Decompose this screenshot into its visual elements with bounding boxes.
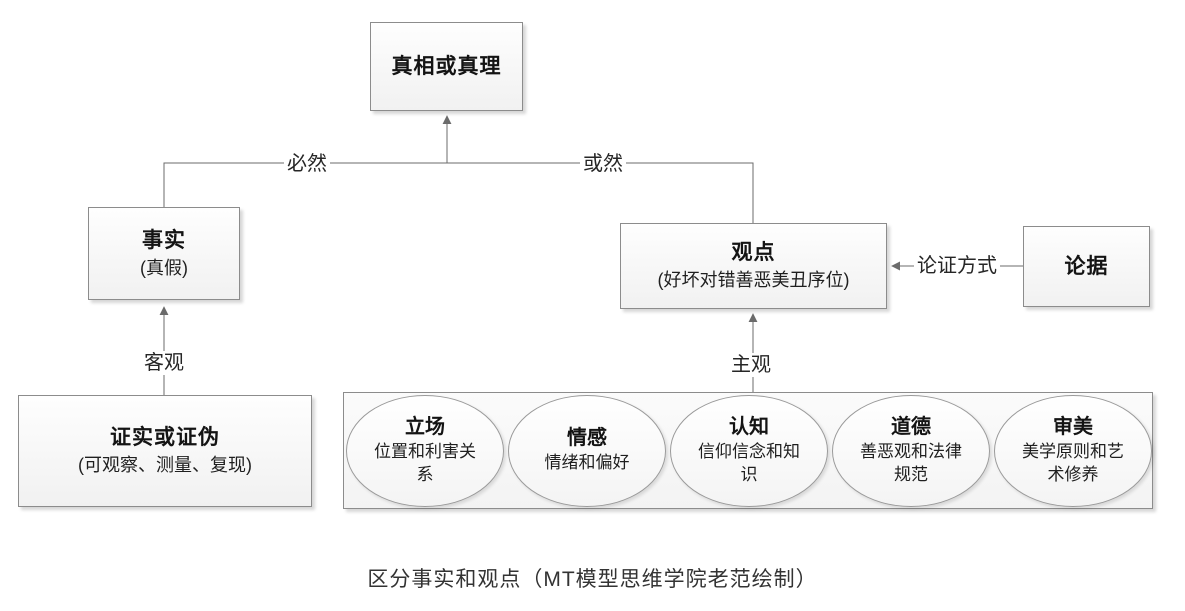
edge-label-subjective: 主观: [728, 353, 774, 377]
factor-ellipse-morality: 道德 善恶观和法律规范: [832, 395, 990, 507]
node-opinion-subtitle: (好坏对错善恶美丑序位): [657, 270, 850, 291]
factor-morality-title: 道德: [891, 416, 931, 439]
factor-morality-subtitle: 善恶观和法律规范: [860, 442, 962, 484]
node-opinion: 观点 (好坏对错善恶美丑序位): [620, 223, 887, 309]
node-opinion-title: 观点: [731, 241, 776, 265]
factor-ellipse-aesthetics: 审美 美学原则和艺术修养: [994, 395, 1152, 507]
factor-stance-title: 立场: [405, 416, 445, 439]
factor-ellipse-cognition: 认知 信仰信念和知识: [670, 395, 828, 507]
factor-cognition-subtitle: 信仰信念和知识: [698, 442, 800, 484]
connector-fact-trunk-opinion: [163, 162, 754, 223]
factor-emotion-subtitle: 情绪和偏好: [544, 453, 630, 473]
diagram-caption: 区分事实和观点（MT模型思维学院老范绘制）: [367, 568, 818, 591]
node-fact-subtitle: (真假): [140, 257, 188, 278]
node-verification-subtitle: (可观察、测量、复现): [78, 455, 252, 476]
factor-aesthetics-title: 审美: [1053, 416, 1093, 439]
node-evidence: 论据: [1023, 226, 1150, 307]
edge-label-objective: 客观: [141, 351, 187, 375]
node-truth-title: 真相或真理: [391, 54, 502, 78]
edge-label-probability: 或然: [580, 152, 626, 176]
node-fact-title: 事实: [142, 228, 186, 252]
node-verification: 证实或证伪 (可观察、测量、复现): [18, 395, 312, 507]
factor-stance-subtitle: 位置和利害关系: [374, 442, 476, 484]
node-fact: 事实 (真假): [88, 207, 240, 300]
node-truth: 真相或真理: [370, 22, 523, 111]
factor-emotion-title: 情感: [567, 427, 607, 450]
edge-label-argument-method: 论证方式: [914, 254, 1000, 278]
factor-cognition-title: 认知: [729, 416, 769, 439]
node-verification-title: 证实或证伪: [110, 426, 220, 450]
factor-ellipse-emotion: 情感 情绪和偏好: [508, 395, 666, 507]
edge-label-necessity: 必然: [284, 152, 330, 176]
node-evidence-title: 论据: [1064, 254, 1109, 278]
subjective-factors-container: 立场 位置和利害关系 情感 情绪和偏好 认知 信仰信念和知识 道德 善恶观和法律…: [343, 392, 1153, 509]
factor-aesthetics-subtitle: 美学原则和艺术修养: [1022, 442, 1124, 484]
factor-ellipse-stance: 立场 位置和利害关系: [346, 395, 504, 507]
